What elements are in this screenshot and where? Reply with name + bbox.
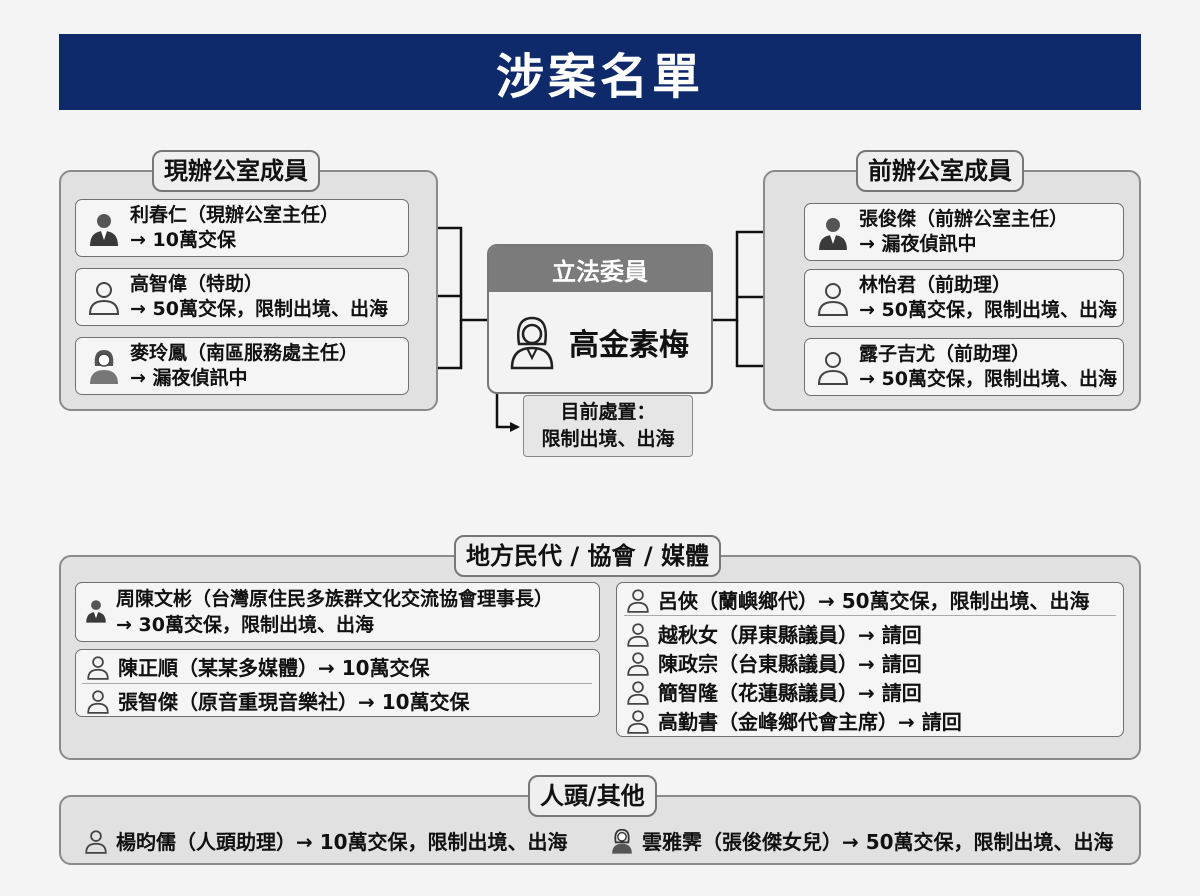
person-outline-icon (624, 678, 652, 706)
entry-text: 楊昀儒（人頭助理）→ 10萬交保，限制出境、出海 (116, 830, 568, 854)
member-status: → 50萬交保，限制出境、出海 (859, 299, 1117, 321)
list-item: 雲雅霁（張俊傑女兒）→ 50萬交保，限制出境、出海 (608, 826, 1114, 855)
woman-legislator-icon (507, 314, 557, 370)
entry-text: 雲雅霁（張俊傑女兒）→ 50萬交保，限制出境、出海 (642, 830, 1114, 854)
divider (82, 683, 592, 684)
divider (624, 615, 1116, 616)
entry-text: 張智傑（原音重現音樂社）→ 10萬交保 (118, 690, 470, 714)
woman-icon (84, 346, 124, 386)
member-status: → 50萬交保，限制出境、出海 (859, 368, 1117, 390)
status-box: 目前處置： 限制出境、出海 (523, 395, 693, 457)
member-card: 利春仁（現辦公室主任） → 10萬交保 (75, 199, 409, 257)
local-entry-box (75, 582, 600, 642)
list-item: 陳政宗（台東縣議員）→ 請回 (624, 648, 922, 677)
title-banner: 涉案名單 (59, 34, 1141, 110)
list-item: 高勤書（金峰鄉代會主席）→ 請回 (624, 706, 962, 735)
list-item: 陳正順（某某多媒體）→ 10萬交保 (84, 652, 430, 681)
status-value: 限制出境、出海 (541, 428, 675, 450)
person-outline-icon (813, 347, 853, 387)
member-card: 露子吉尤（前助理） → 50萬交保，限制出境、出海 (804, 338, 1124, 396)
entry-text: 陳正順（某某多媒體）→ 10萬交保 (118, 656, 430, 680)
person-outline-icon (84, 277, 124, 317)
legislator-name: 高金素梅 (569, 328, 689, 363)
member-card: 麥玲鳳（南區服務處主任） → 漏夜偵訊中 (75, 337, 409, 395)
person-outline-icon (813, 278, 853, 318)
status-label: 目前處置： (560, 401, 656, 423)
others-group (59, 795, 1141, 865)
member-card: 張俊傑（前辦公室主任） → 漏夜偵訊中 (804, 203, 1124, 261)
arrow-to-status (495, 394, 520, 432)
entry-status: → 30萬交保，限制出境、出海 (116, 614, 374, 636)
list-item: 張智傑（原音重現音樂社）→ 10萬交保 (84, 686, 470, 715)
list-item: 周陳文彬（台灣原住民多族群文化交流協會理事長） → 30萬交保，限制出境、出海 (82, 586, 553, 638)
list-item: 簡智隆（花蓮縣議員）→ 請回 (624, 677, 922, 706)
member-name: 利春仁（現辦公室主任） (130, 204, 340, 226)
member-status: → 漏夜偵訊中 (859, 233, 977, 255)
member-name: 張俊傑（前辦公室主任） (859, 208, 1069, 230)
member-card: 林怡君（前助理） → 50萬交保，限制出境、出海 (804, 269, 1124, 327)
member-status: → 漏夜偵訊中 (130, 367, 248, 389)
member-status: → 50萬交保，限制出境、出海 (130, 298, 388, 320)
list-item: 楊昀儒（人頭助理）→ 10萬交保，限制出境、出海 (82, 826, 568, 855)
page-title: 涉案名單 (495, 49, 704, 105)
list-item: 越秋女（屏東縣議員）→ 請回 (624, 619, 922, 648)
entry-name: 周陳文彬（台灣原住民多族群文化交流協會理事長） (116, 588, 554, 610)
person-outline-icon (624, 620, 652, 648)
list-item: 呂俠（蘭嶼鄉代）→ 50萬交保，限制出境、出海 (624, 585, 1090, 614)
current-office-title: 現辦公室成員 (152, 150, 320, 192)
legislator-header: 立法委員 (489, 246, 711, 292)
woman-icon (608, 827, 636, 855)
member-status: → 10萬交保 (130, 229, 236, 251)
man-suit-icon (813, 212, 853, 252)
entry-text: 呂俠（蘭嶼鄉代）→ 50萬交保，限制出境、出海 (658, 589, 1090, 613)
man-suit-icon (84, 208, 124, 248)
person-outline-icon (624, 649, 652, 677)
member-card: 高智偉（特助） → 50萬交保，限制出境、出海 (75, 268, 409, 326)
person-outline-icon (84, 687, 112, 715)
member-name: 麥玲鳳（南區服務處主任） (130, 342, 359, 364)
entry-text: 簡智隆（花蓮縣議員）→ 請回 (658, 681, 922, 705)
entry-text: 陳政宗（台東縣議員）→ 請回 (658, 652, 922, 676)
member-name: 林怡君（前助理） (859, 274, 1012, 296)
former-office-title: 前辦公室成員 (856, 150, 1024, 192)
person-outline-icon (84, 653, 112, 681)
legislator-box: 立法委員 高金素梅 (487, 244, 713, 394)
member-name: 高智偉（特助） (130, 273, 264, 295)
others-group-title: 人頭/其他 (528, 775, 657, 817)
local-entry-box (616, 582, 1124, 737)
person-outline-icon (82, 827, 110, 855)
member-name: 露子吉尤（前助理） (859, 343, 1031, 365)
person-outline-icon (624, 586, 652, 614)
man-suit-icon (82, 596, 110, 624)
entry-text: 越秋女（屏東縣議員）→ 請回 (658, 623, 922, 647)
entry-text: 高勤書（金峰鄉代會主席）→ 請回 (658, 710, 962, 734)
person-outline-icon (624, 707, 652, 735)
local-group-title: 地方民代 / 協會 / 媒體 (454, 535, 721, 577)
